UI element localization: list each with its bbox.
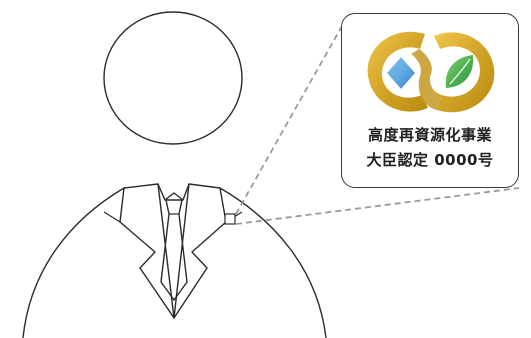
leaf-vein — [449, 58, 471, 85]
tie — [160, 199, 188, 301]
lapel-left-detail — [103, 211, 121, 223]
callout-connector-bottom — [235, 187, 520, 225]
gold-swoosh-center — [411, 49, 442, 110]
shirt-collar — [157, 183, 190, 201]
certification-number-line: 大臣認定 0000号 — [366, 151, 494, 169]
lapel-badge-pin-icon — [224, 213, 236, 225]
gold-ring-left — [367, 31, 428, 112]
shoulders-outline-right — [219, 187, 327, 338]
head-icon — [103, 11, 243, 145]
certification-callout-card: 高度再資源化事業 大臣認定 0000号 — [341, 13, 519, 188]
callout-connector-top — [235, 25, 343, 215]
blue-diamond-icon — [384, 54, 418, 92]
recycling-certification-emblem-icon — [367, 31, 495, 113]
shoulders-outline — [22, 187, 125, 338]
gold-ring-right — [434, 32, 495, 113]
collar-left — [119, 183, 175, 319]
certification-title-line: 高度再資源化事業 — [367, 126, 492, 144]
